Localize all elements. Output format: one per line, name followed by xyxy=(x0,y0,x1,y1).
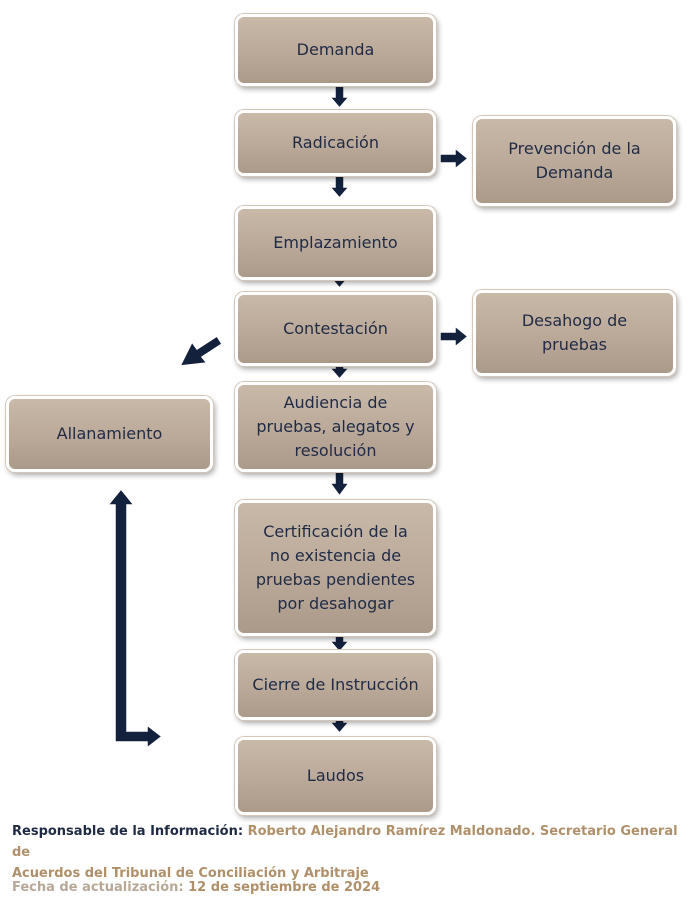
arrow-audiencia-certificacion xyxy=(328,469,351,498)
fecha-label: Fecha de actualización: xyxy=(12,880,184,895)
node-allanamiento-label: Allanamiento xyxy=(56,424,163,443)
node-laudos-label: Laudos xyxy=(306,766,365,785)
node-prevencion-label: Prevención de la Demanda xyxy=(508,139,641,182)
footer-responsable: Responsable de la Información: Roberto A… xyxy=(12,821,690,884)
responsable-value-line2: Acuerdos del Tribunal de Conciliación y … xyxy=(12,866,369,881)
node-emplazamiento: Emplazamiento xyxy=(235,206,436,280)
arrow-demanda-radicacion xyxy=(328,85,351,110)
arrow-radicacion-prevencion xyxy=(439,146,470,171)
node-certificacion: Certificación de la no existencia de pru… xyxy=(235,500,436,636)
fecha-value: 12 de septiembre de 2024 xyxy=(188,880,381,895)
node-audiencia: Audiencia de pruebas, alegatos y resoluc… xyxy=(235,382,436,472)
responsable-label: Responsable de la Información: xyxy=(12,824,244,839)
footer-fecha: Fecha de actualización: 12 de septiembre… xyxy=(12,877,380,898)
arrow-radicacion-emplazamiento xyxy=(328,175,351,200)
node-certificacion-label: Certificación de la no existencia de pru… xyxy=(255,522,416,613)
node-laudos: Laudos xyxy=(235,737,436,815)
node-allanamiento: Allanamiento xyxy=(6,396,213,472)
arrow-contestacion-desahogo xyxy=(439,324,470,349)
node-cierre: Cierre de Instrucción xyxy=(235,650,436,720)
node-emplazamiento-label: Emplazamiento xyxy=(273,233,398,252)
node-contestacion: Contestación xyxy=(235,292,436,366)
node-audiencia-label: Audiencia de pruebas, alegatos y resoluc… xyxy=(256,393,415,460)
arrow-contestacion-allanamiento xyxy=(178,334,224,367)
node-demanda-label: Demanda xyxy=(296,40,375,59)
responsable-value-line1: Roberto Alejandro Ramírez Maldonado. Sec… xyxy=(12,824,678,860)
node-desahogo: Desahogo de pruebas xyxy=(473,290,676,376)
node-prevencion: Prevención de la Demanda xyxy=(473,116,676,206)
arrow-allanamiento-laudos xyxy=(106,487,164,750)
node-radicacion: Radicación xyxy=(235,110,436,176)
node-demanda: Demanda xyxy=(235,14,436,86)
node-cierre-label: Cierre de Instrucción xyxy=(252,675,419,694)
node-desahogo-label: Desahogo de pruebas xyxy=(521,311,628,354)
node-contestacion-label: Contestación xyxy=(283,319,388,338)
node-radicacion-label: Radicación xyxy=(292,133,379,152)
